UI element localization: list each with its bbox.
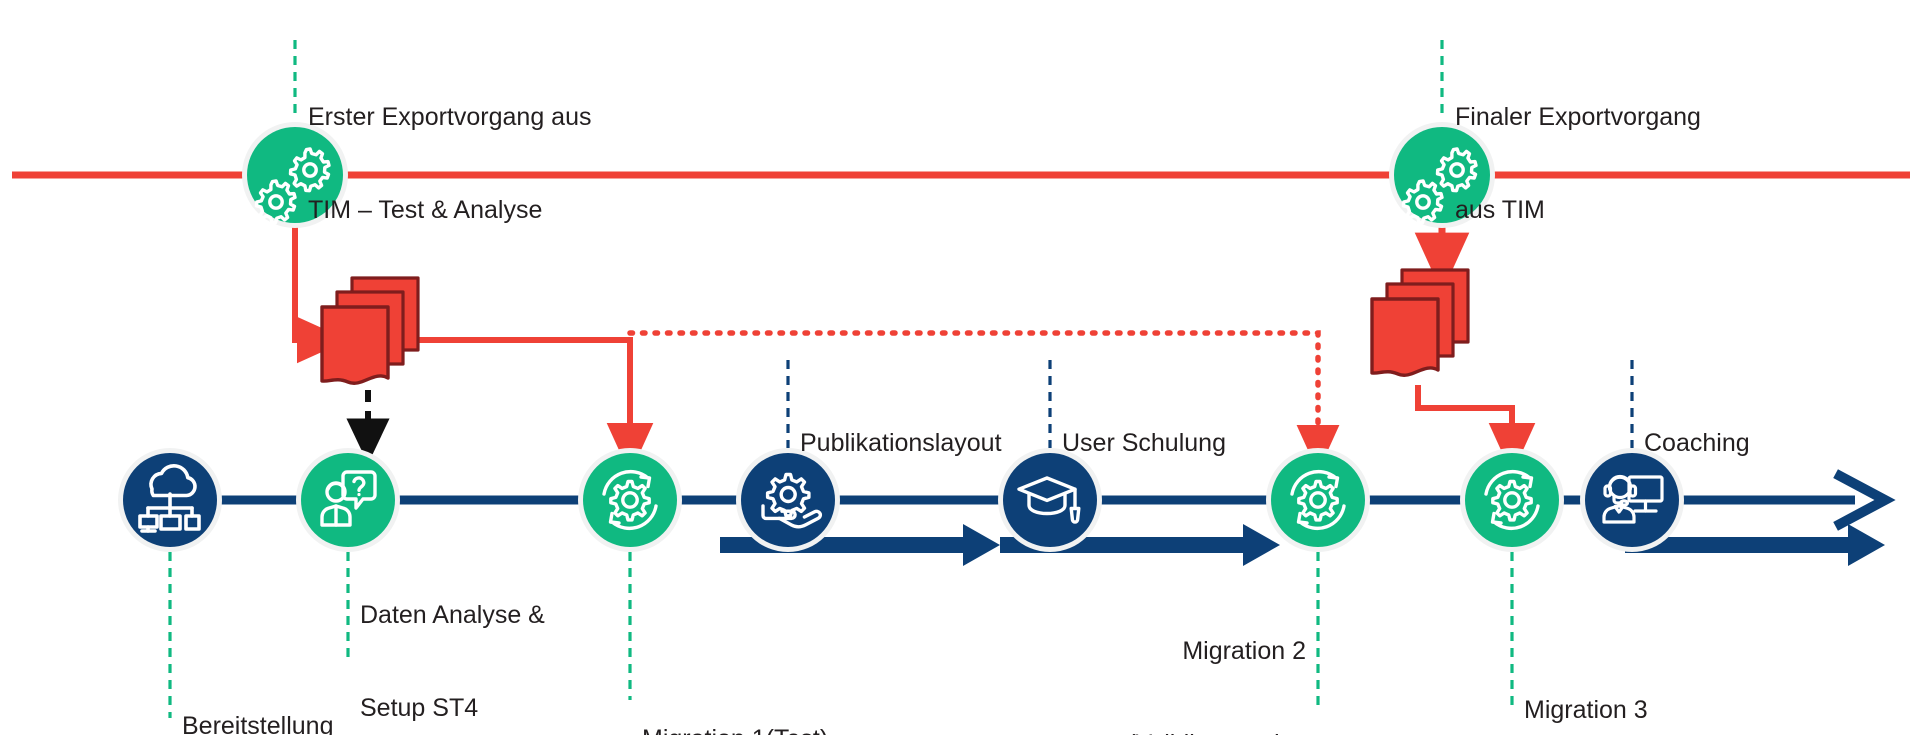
label-coaching: Coaching [1644, 366, 1750, 521]
timeline-end-arrowhead-icon [1833, 469, 1896, 531]
double-gear-icon [1401, 147, 1478, 225]
node-migration-3-golive[interactable] [1460, 448, 1564, 552]
timeline-progress-arrows [720, 524, 1885, 566]
gear-refresh-icon [1290, 469, 1346, 531]
label-migration-1: Migration 1(Test) [642, 662, 922, 735]
document-stack-icon [320, 276, 420, 385]
label-migration-1-text: Migration 1(Test) [642, 724, 922, 735]
node-bereitstellung-st4[interactable] [118, 448, 222, 552]
docstack-right-to-migration3-arrow [1415, 385, 1536, 475]
label-erster-export-line1: Erster Exportvorgang aus [308, 103, 592, 131]
label-daten-line2: Setup ST4 [360, 694, 479, 722]
timeline-label-connectors [168, 360, 1634, 718]
cloud-network-icon [138, 464, 201, 533]
person-question-icon [320, 470, 377, 527]
label-migration-2-line1: Migration 2 [1182, 637, 1306, 665]
node-finaler-export[interactable] [1389, 122, 1495, 228]
docstack-left-to-migration1-arrow [417, 337, 654, 475]
hand-gear-icon [761, 472, 823, 529]
label-user-schulung: User Schulung [1062, 366, 1226, 521]
node-daten-analyse-setup[interactable] [296, 448, 400, 552]
label-erster-export-line2: TIM – Test & Analyse [308, 196, 543, 224]
label-publikationslayout: Publikationslayout [800, 366, 1002, 521]
label-migration-2-line2: (Validierung des [1010, 729, 1306, 735]
label-coaching-text: Coaching [1644, 429, 1750, 457]
label-bereitstellung-st4: Bereitstellung ST4 [182, 649, 432, 735]
node-coaching[interactable] [1580, 448, 1684, 552]
node-migration-1-test[interactable] [578, 448, 682, 552]
label-migration-3: Migration 3 (produktiv) & Go-live [1524, 633, 1864, 735]
label-finaler-export: Finaler Exportvorgang aus TIM [1455, 40, 1855, 288]
label-daten-analyse-setup: Daten Analyse & Setup ST4 (Informationsm… [360, 538, 690, 735]
label-erster-export: Erster Exportvorgang aus TIM – Test & An… [308, 40, 728, 288]
docstack-left-to-migration2-dotted-arrow [627, 330, 1340, 473]
export-to-docstack-left-arrow [292, 222, 349, 364]
node-publikationslayout[interactable] [736, 448, 840, 552]
label-user-schulung-text: User Schulung [1062, 429, 1226, 457]
label-migration-2: Migration 2 (Validierung des Prozesses u… [1010, 574, 1306, 735]
double-gear-icon [254, 147, 331, 225]
node-migration-2-validierung[interactable] [1266, 448, 1370, 552]
label-migration-3-line1: Migration 3 [1524, 696, 1648, 724]
document-stack-icon [1370, 268, 1470, 377]
label-daten-line1: Daten Analyse & [360, 601, 545, 629]
label-bereitstellung-line1: Bereitstellung [182, 712, 334, 735]
label-publikationslayout-text: Publikationslayout [800, 429, 1002, 457]
label-finaler-export-line1: Finaler Exportvorgang [1455, 103, 1701, 131]
node-user-schulung[interactable] [998, 448, 1102, 552]
gear-refresh-icon [602, 469, 658, 531]
support-agent-icon [1602, 474, 1664, 524]
label-finaler-export-line2: aus TIM [1455, 196, 1545, 224]
gear-refresh-icon [1484, 469, 1540, 531]
node-erster-export[interactable] [242, 122, 348, 228]
graduation-cap-icon [1017, 476, 1081, 524]
